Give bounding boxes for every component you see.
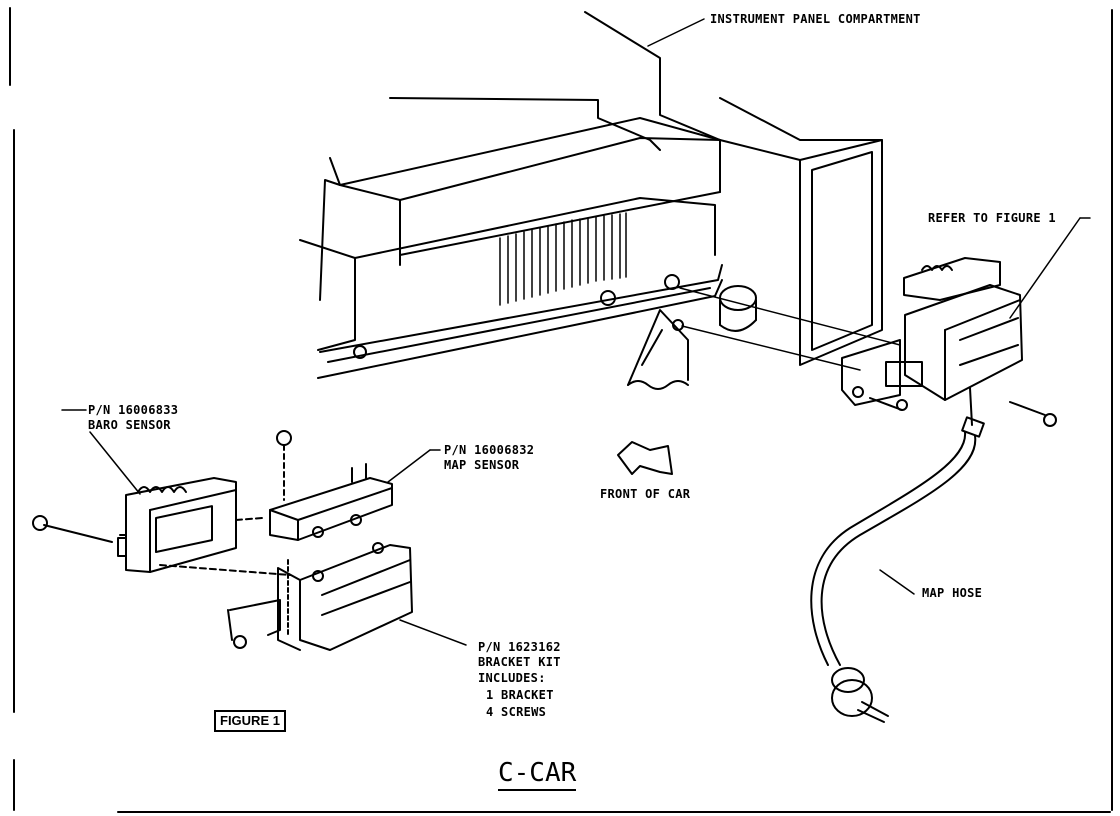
baro-part-number: P/N 16006833: [88, 403, 179, 417]
baro-sensor: [33, 478, 290, 575]
page-border: [10, 8, 1112, 812]
bracket-item-bracket: 1 BRACKET: [486, 688, 554, 702]
map-hose: [811, 417, 984, 722]
instrument-panel-compartment: [300, 12, 900, 389]
map-hose-label: MAP HOSE: [922, 586, 983, 600]
refer-figure-label: REFER TO FIGURE 1: [928, 211, 1056, 225]
page-title: C-CAR: [498, 758, 577, 791]
map-sensor-label: MAP SENSOR: [444, 458, 520, 472]
figure-label: FIGURE 1: [214, 710, 286, 732]
map-part-number: P/N 16006832: [444, 443, 535, 457]
bracket-includes-label: INCLUDES:: [478, 671, 546, 685]
front-of-car-label: FRONT OF CAR: [600, 487, 691, 501]
bracket-kit-label: BRACKET KIT: [478, 655, 561, 669]
bracket-part-number: P/N 1623162: [478, 640, 561, 654]
bracket-item-screws: 4 SCREWS: [486, 705, 547, 719]
bracket-kit: [228, 543, 412, 650]
map-sensor: [270, 431, 392, 540]
leader-lines: [62, 19, 1090, 645]
front-of-car-arrow: [618, 442, 672, 474]
instrument-panel-label: INSTRUMENT PANEL COMPARTMENT: [710, 12, 921, 26]
baro-sensor-label: BARO SENSOR: [88, 418, 171, 432]
assembled-sensor-unit: [842, 258, 1056, 426]
